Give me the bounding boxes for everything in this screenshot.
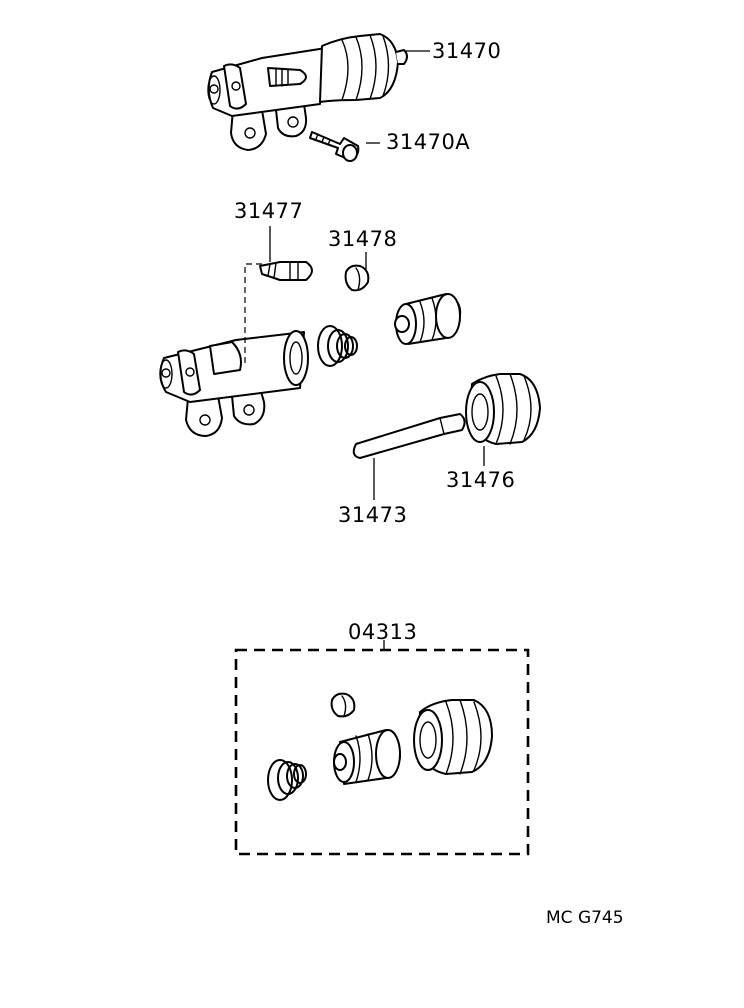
part-label-31478: 31478 [328,227,397,251]
part-label-31473: 31473 [338,503,407,527]
piston-illustration [394,293,462,345]
bleeder-install-line [244,263,262,366]
drawing-code: MC G745 [546,908,624,928]
repair-kit-box [234,648,530,856]
kit-piston-illustration [333,729,401,785]
part-label-31470: 31470 [432,39,501,63]
part-label-04313: 04313 [348,620,417,644]
push-rod-31473-illustration [352,413,466,459]
bleeder-plug-31477-illustration [259,261,313,281]
kit-cap-illustration [330,692,356,718]
part-label-31477: 31477 [234,199,303,223]
cylinder-body-illustration [159,330,309,437]
kit-boot-illustration [413,699,493,775]
release-cylinder-assembly-illustration [207,33,408,151]
boot-31476-illustration [465,373,541,445]
spring-illustration [317,325,358,367]
part-label-31476: 31476 [446,468,515,492]
bleeder-cap-31478-illustration [344,264,370,292]
kit-spring-illustration [267,759,307,801]
bolt-31470A-illustration [309,131,360,162]
part-label-31470A: 31470A [386,130,470,154]
